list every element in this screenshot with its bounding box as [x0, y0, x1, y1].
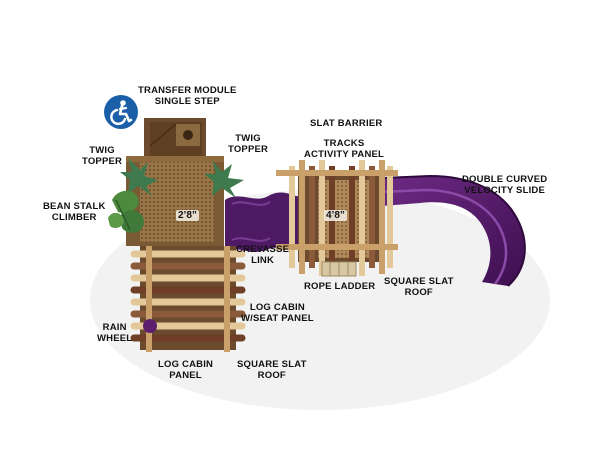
deck-height-left: 2’8”	[176, 210, 199, 221]
double-curved-velocity-slide	[381, 174, 526, 287]
rain-wheel	[143, 319, 157, 333]
twig-topper-left	[120, 158, 158, 196]
bean-stalk-climber	[108, 190, 144, 233]
deck-height-right: 4’8”	[324, 210, 347, 221]
label-rope-ladder: ROPE LADDER	[304, 281, 376, 292]
label-slat-barrier: SLAT BARRIER	[310, 118, 383, 129]
wheelchair-accessibility-icon	[104, 95, 138, 129]
twig-topper-right	[204, 160, 244, 198]
log-cabin-tower	[130, 246, 246, 352]
crevasse-link	[225, 192, 300, 252]
